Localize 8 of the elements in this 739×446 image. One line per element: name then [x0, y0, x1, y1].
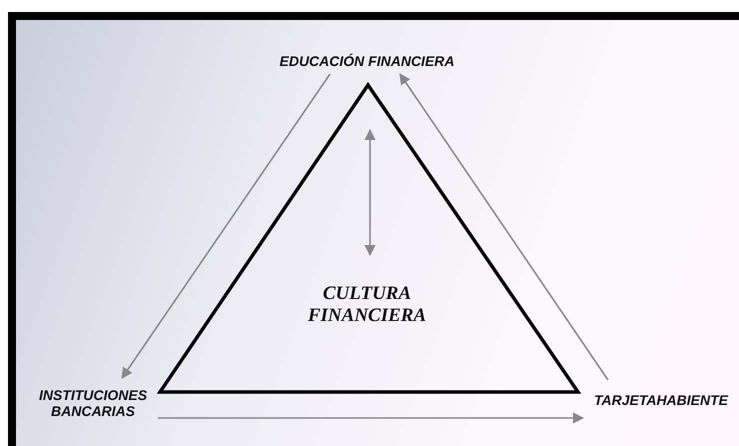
arrow [121, 74, 331, 379]
triangle-shape [156, 82, 582, 394]
vertex-label: INSTITUCIONES BANCARIAS [30, 380, 156, 426]
arrow [158, 412, 584, 424]
arrow [399, 73, 609, 380]
vertex-label: TARJETAHABIENTE [586, 380, 736, 420]
vertex-label: EDUCACIÓN FINANCIERA [262, 50, 472, 72]
center-label: CULTURA FINANCIERA [306, 283, 428, 327]
